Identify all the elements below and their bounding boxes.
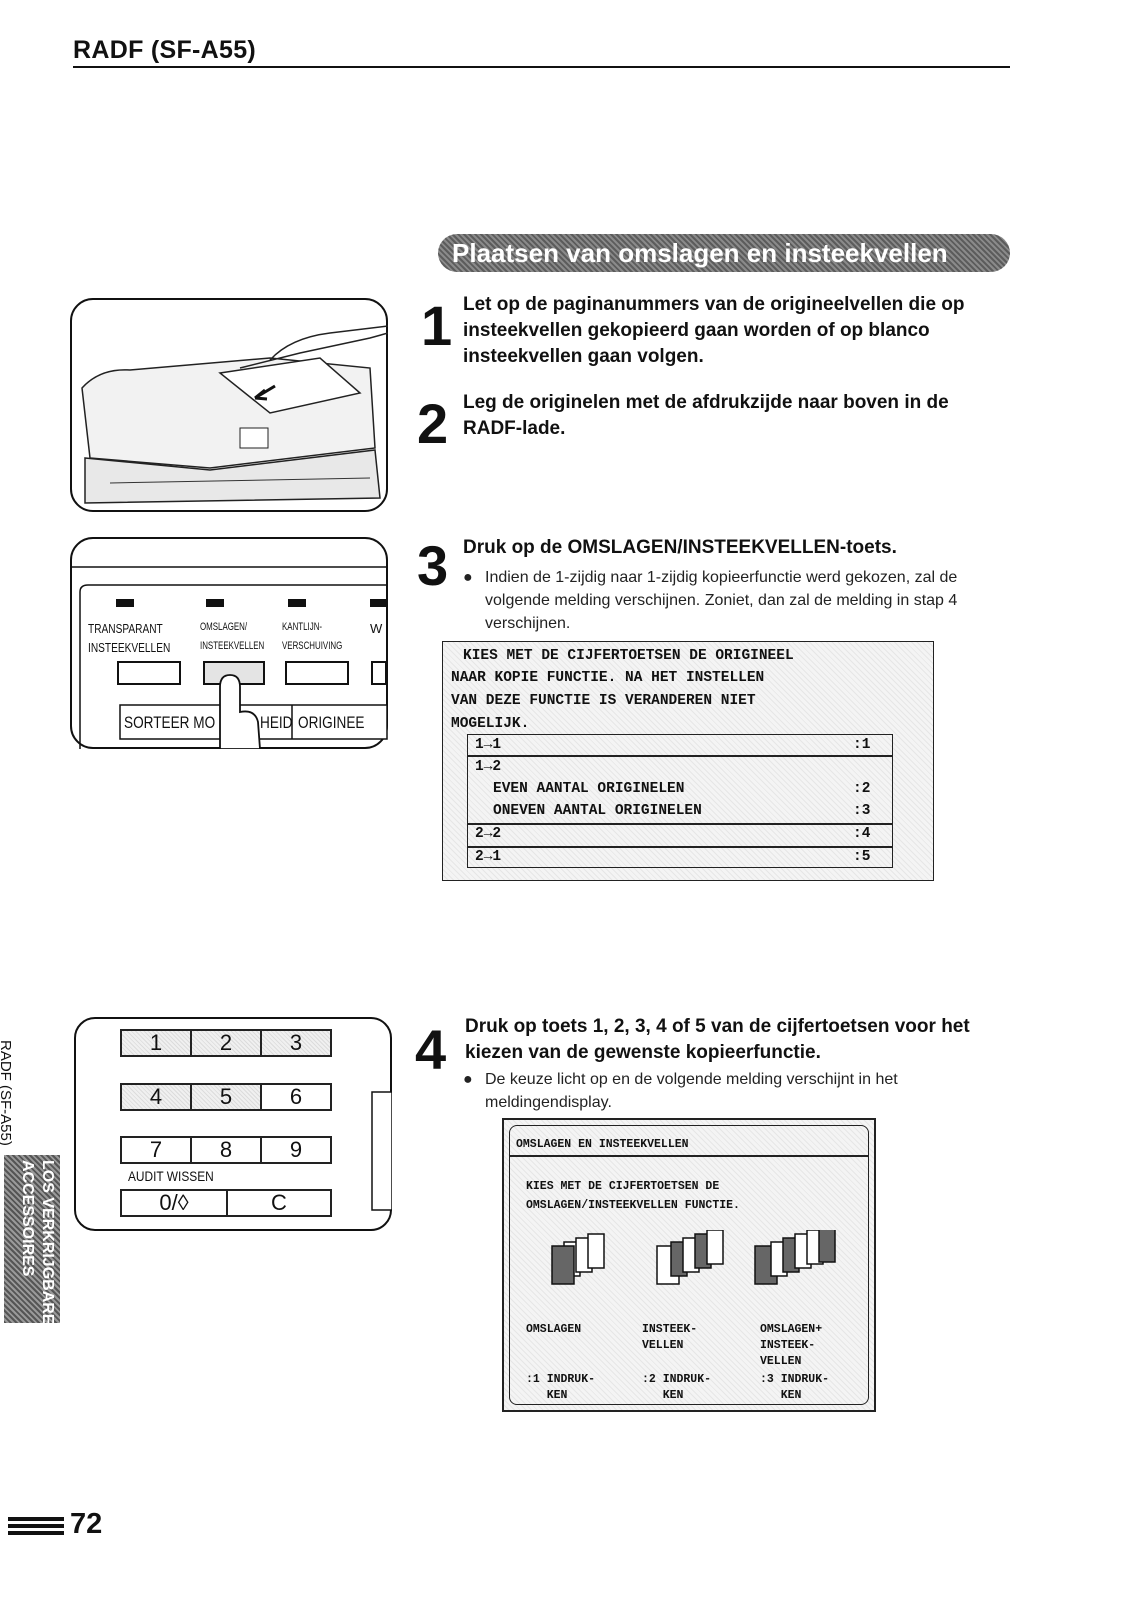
audit-wissen-label: AUDIT WISSEN — [128, 1168, 214, 1184]
step-4-number: 4 — [415, 1018, 447, 1081]
footer-bars-icon — [8, 1517, 64, 1538]
panel-label-insteekvellen-1: INSTEEKVELLEN — [88, 640, 171, 655]
display1-option-1-label: 1→1 — [475, 737, 502, 753]
side-tab-text: LOS VERKRIJGBARE ACCESSOIRES — [17, 1160, 57, 1324]
message-display-2: OMSLAGEN EN INSTEEKVELLEN KIES MET DE CI… — [502, 1118, 876, 1412]
key-clear[interactable]: C — [226, 1189, 332, 1217]
display2-inner-frame — [509, 1125, 869, 1405]
bullet-dot: ● — [463, 1071, 473, 1088]
section-banner: Plaatsen van omslagen en insteekvellen — [438, 234, 1010, 272]
omslagen-pages-icon — [551, 1233, 605, 1285]
display2-page-icons — [551, 1230, 836, 1285]
display1-divider-3 — [467, 846, 893, 848]
key-5[interactable]: 5 — [190, 1083, 262, 1111]
display1-line-1: KIES MET DE CIJFERTOETSEN DE ORIGINEEL — [463, 648, 794, 664]
side-label: RADF (SF-A55) — [0, 1040, 14, 1146]
step-3-bullet-text: Indien de 1-zijdig naar 1-zijdig kopieer… — [485, 569, 958, 632]
display1-divider-1 — [467, 755, 893, 757]
step-1-text: Let op de paginanummers van de origineel… — [463, 294, 965, 367]
radf-tray-drawing — [70, 298, 389, 512]
key-3[interactable]: 3 — [260, 1029, 332, 1057]
radf-tray-illustration — [70, 298, 389, 512]
display1-options-frame — [467, 734, 893, 868]
display1-divider-2 — [467, 823, 893, 825]
keypad-illustration: 1 2 3 4 5 6 7 8 9 AUDIT WISSEN 0/◊ C — [74, 1017, 392, 1231]
display2-option-2-key: :2 INDRUK- KEN — [642, 1373, 712, 1402]
display1-option-2-label: 1→2 — [475, 759, 502, 775]
message-display-1: KIES MET DE CIJFERTOETSEN DE ORIGINEEL N… — [442, 641, 934, 881]
side-tab-line-2: ACCESSOIRES — [19, 1160, 36, 1277]
display1-option-3-key: :2 — [853, 781, 871, 797]
omslagen-insteekvellen-pages-icon — [754, 1230, 836, 1285]
display2-line-1: KIES MET DE CIJFERTOETSEN DE — [526, 1180, 720, 1193]
step-4-bullet: ● De keuze licht op en de volgende meldi… — [463, 1068, 991, 1114]
display1-option-6-key: :5 — [853, 849, 871, 865]
header-rule — [73, 66, 1010, 68]
display2-option-1-name: OMSLAGEN — [526, 1323, 582, 1336]
display1-line-2: NAAR KOPIE FUNCTIE. NA HET INSTELLEN — [451, 670, 765, 686]
display1-option-1-key: :1 — [853, 737, 871, 753]
step-3-number: 3 — [417, 534, 449, 597]
step-3-text: Druk op de OMSLAGEN/INSTEEKVELLEN-toets. — [463, 537, 897, 558]
key-7[interactable]: 7 — [120, 1136, 192, 1164]
side-tab — [4, 1155, 60, 1323]
display1-option-4-label: ONEVEN AANTAL ORIGINELEN — [493, 803, 702, 819]
step-2-text: Leg de originelen met de afdrukzijde naa… — [463, 392, 949, 439]
key-6[interactable]: 6 — [260, 1083, 332, 1111]
step-4-text: Druk op toets 1, 2, 3, 4 of 5 van de cij… — [465, 1016, 970, 1063]
key-2[interactable]: 2 — [190, 1029, 262, 1057]
step-2-number: 2 — [417, 392, 449, 455]
display1-line-3: VAN DEZE FUNCTIE IS VERANDEREN NIET — [451, 693, 756, 709]
bullet-dot: ● — [463, 569, 473, 586]
display2-option-2-name: INSTEEK- VELLEN — [642, 1323, 698, 1352]
display1-option-5-key: :4 — [853, 826, 871, 842]
page-number: 72 — [70, 1508, 103, 1540]
key-8[interactable]: 8 — [190, 1136, 262, 1164]
panel-bottom-originee: ORIGINEE — [298, 713, 365, 732]
control-panel-illustration: TRANSPARANT INSTEEKVELLEN OMSLAGEN/ INST… — [70, 537, 388, 749]
key-9[interactable]: 9 — [260, 1136, 332, 1164]
key-4[interactable]: 4 — [120, 1083, 192, 1111]
display1-option-5-label: 2→2 — [475, 826, 502, 842]
display2-option-1-key: :1 INDRUK- KEN — [526, 1373, 596, 1402]
panel-label-verschuiving: VERSCHUIVING — [282, 640, 343, 652]
panel-label-kantlijn: KANTLIJN- — [282, 621, 323, 633]
control-panel-frame — [70, 537, 388, 749]
display1-option-4-key: :3 — [853, 803, 871, 819]
step-1-number: 1 — [421, 294, 453, 357]
panel-bottom-heid: HEID — [260, 713, 293, 732]
panel-label-insteekvellen-2: INSTEEKVELLEN — [200, 640, 265, 652]
display2-title-rule — [509, 1155, 869, 1157]
page-header-title: RADF (SF-A55) — [73, 36, 257, 64]
panel-label-w: W — [370, 621, 383, 636]
insteekvellen-pages-icon — [656, 1230, 724, 1285]
display2-line-2: OMSLAGEN/INSTEEKVELLEN FUNCTIE. — [526, 1199, 740, 1212]
display1-option-3-label: EVEN AANTAL ORIGINELEN — [493, 781, 685, 797]
display2-option-3-key: :3 INDRUK- KEN — [760, 1373, 830, 1402]
panel-label-transparant: TRANSPARANT — [88, 621, 163, 636]
panel-bottom-sorteer: SORTEER MO — [124, 713, 216, 732]
keypad-frame — [74, 1017, 392, 1231]
key-1[interactable]: 1 — [120, 1029, 192, 1057]
panel-label-omslagen: OMSLAGEN/ — [200, 621, 248, 633]
display2-option-3-name: OMSLAGEN+ INSTEEK- VELLEN — [760, 1323, 823, 1368]
display1-line-4: MOGELIJK. — [451, 716, 530, 732]
step-3-bullet: ● Indien de 1-zijdig naar 1-zijdig kopie… — [463, 566, 991, 635]
display2-title: OMSLAGEN EN INSTEEKVELLEN — [516, 1138, 689, 1151]
display1-option-6-label: 2→1 — [475, 849, 502, 865]
step-4-bullet-text: De keuze licht op en de volgende melding… — [485, 1071, 898, 1111]
key-zero[interactable]: 0/◊ — [120, 1189, 228, 1217]
side-tab-line-1: LOS VERKRIJGBARE — [39, 1160, 56, 1325]
